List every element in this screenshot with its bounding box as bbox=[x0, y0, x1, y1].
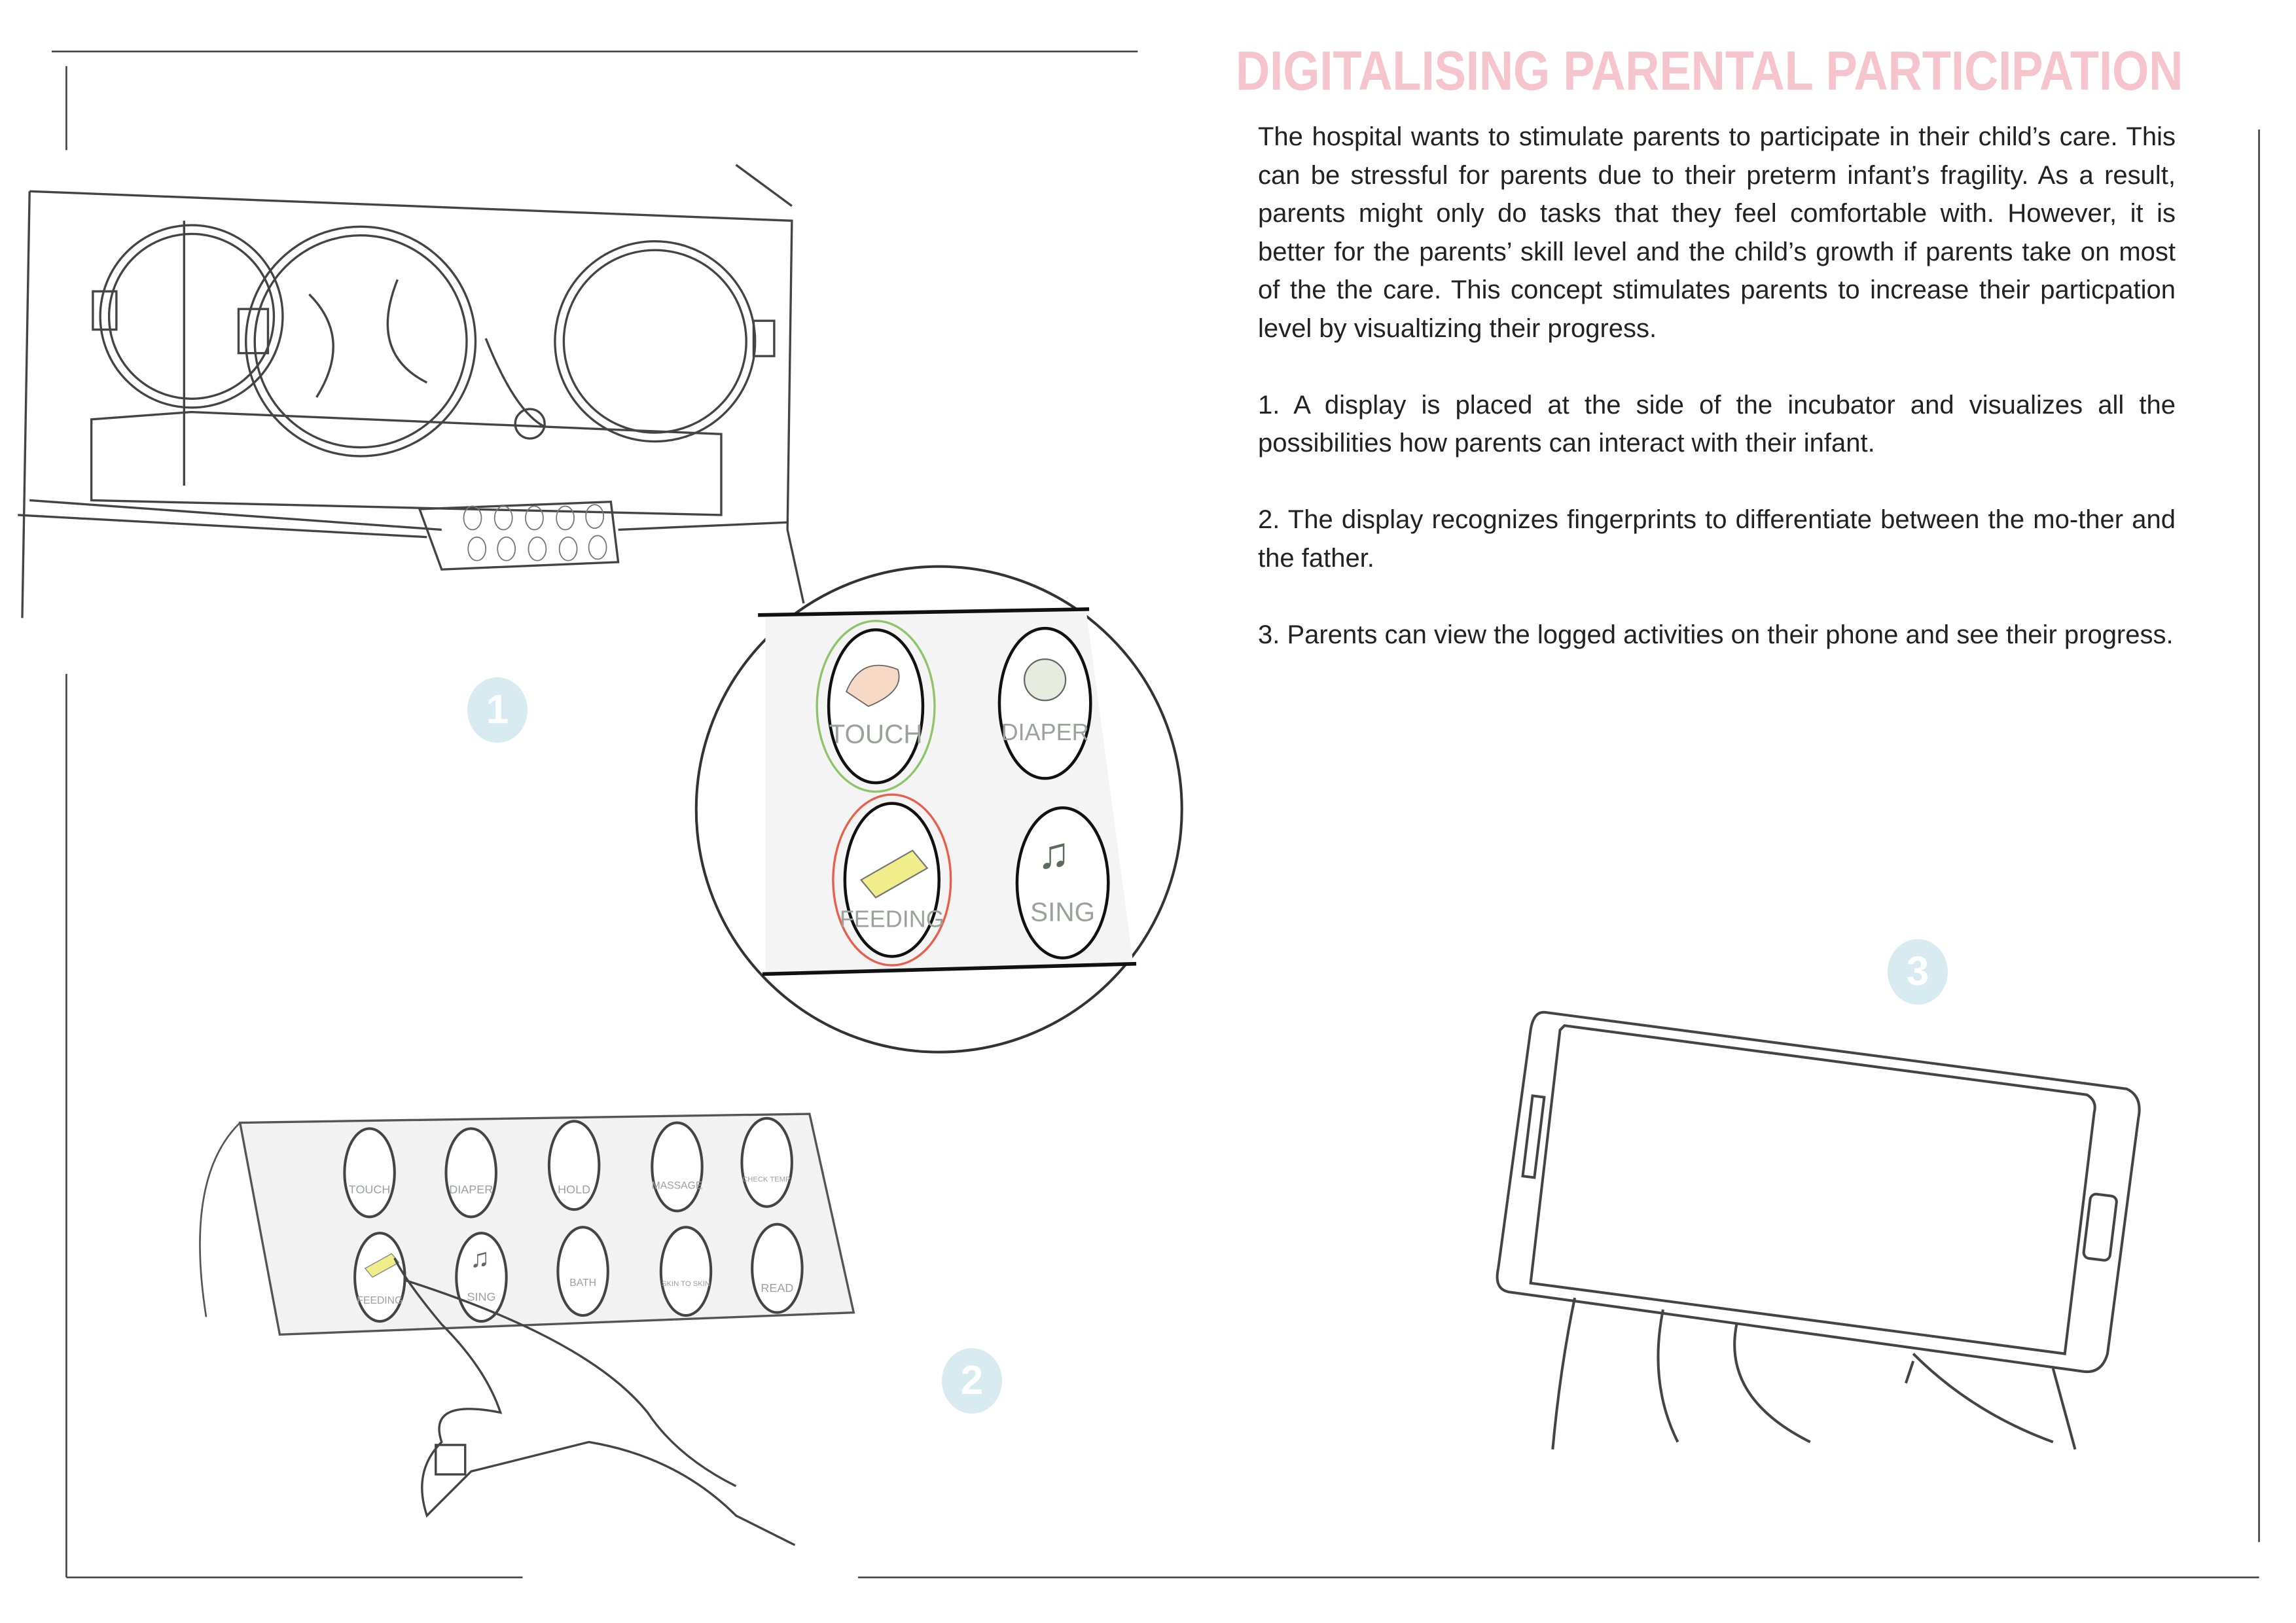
panel-button-feeding[interactable]: FEEDING bbox=[357, 1295, 403, 1306]
step-1-text: 1. A display is placed at the side of th… bbox=[1258, 390, 2176, 458]
incubator-display-buttons bbox=[463, 504, 607, 562]
svg-text:♫: ♫ bbox=[1037, 829, 1071, 878]
incubator-sketch bbox=[18, 164, 805, 618]
step-marker-2: 2 bbox=[942, 1348, 1002, 1414]
zoom-button-diaper[interactable]: DIAPER bbox=[1001, 719, 1089, 745]
panel-button-skin-to-skin[interactable]: SKIN TO SKIN bbox=[662, 1280, 710, 1288]
phone-sketch bbox=[1496, 1010, 2141, 1450]
step-3-text: 3. Parents can view the logged activitie… bbox=[1258, 620, 2174, 649]
page-title: DIGITALISING PARENTAL PARTICIPATION bbox=[1236, 40, 2183, 101]
panel-button-check-temp[interactable]: CHECK TEMP. bbox=[742, 1175, 791, 1183]
hand-sketch bbox=[393, 1257, 796, 1546]
zoom-button-sing[interactable]: SING bbox=[1030, 897, 1095, 927]
intro-paragraph: The hospital wants to stimulate parents … bbox=[1258, 122, 2176, 343]
description: The hospital wants to stimulate parents … bbox=[1258, 118, 2176, 692]
panel-button-sing[interactable]: SING bbox=[467, 1291, 495, 1304]
panel-button-bath[interactable]: BATH bbox=[569, 1277, 596, 1289]
step-marker-1: 1 bbox=[467, 677, 528, 743]
step-marker-3: 3 bbox=[1888, 939, 1948, 1005]
zoom-button-touch[interactable]: TOUCH bbox=[829, 719, 922, 749]
panel-button-read[interactable]: READ bbox=[761, 1281, 793, 1294]
zoom-circle: ♫ TOUCH DIAPER FEEDING SING bbox=[694, 565, 1183, 1054]
display-panel: TOUCH DIAPER HOLD MASSAGE CHECK TEMP. FE… bbox=[199, 1113, 855, 1336]
svg-text:♫: ♫ bbox=[470, 1243, 490, 1273]
page-frame bbox=[51, 50, 2260, 1578]
panel-button-touch[interactable]: TOUCH bbox=[349, 1183, 391, 1196]
zoom-button-feeding[interactable]: FEEDING bbox=[840, 906, 944, 933]
panel-button-diaper[interactable]: DIAPER bbox=[449, 1183, 493, 1196]
panel-button-massage[interactable]: MASSAGE bbox=[652, 1181, 703, 1192]
step-2-text: 2. The display recognizes fingerprints t… bbox=[1258, 505, 2176, 573]
panel-button-hold[interactable]: HOLD bbox=[558, 1183, 590, 1196]
